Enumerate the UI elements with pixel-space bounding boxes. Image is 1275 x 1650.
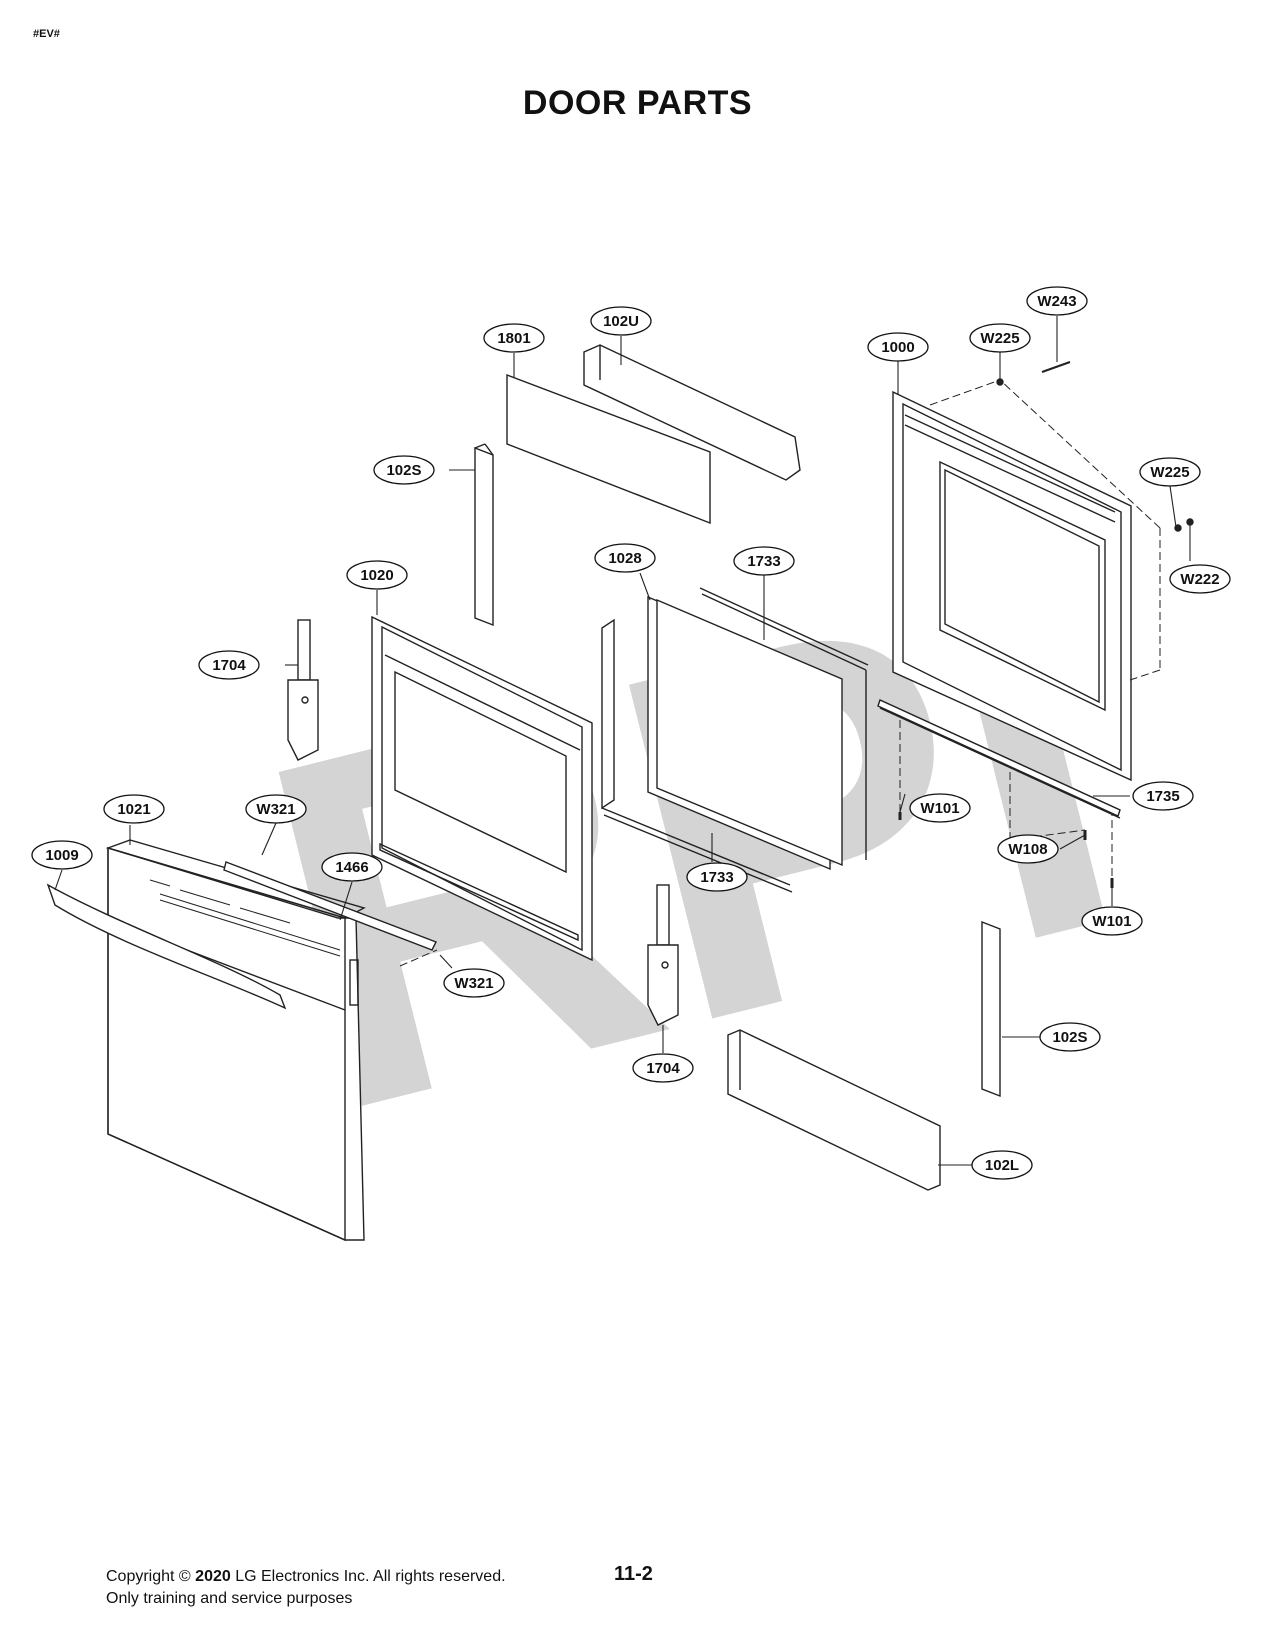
footer-note: Only training and service purposes <box>106 1590 353 1607</box>
part-1735-bracket <box>877 699 1121 817</box>
callout-W222: W222 <box>1169 564 1231 594</box>
svg-text:1704: 1704 <box>212 657 246 674</box>
callout-W321-top: W321 <box>245 794 307 824</box>
part-1704-hinge-bottom <box>647 884 679 1026</box>
callout-1733-bottom: 1733 <box>686 862 748 892</box>
copyright-line: Copyright © 2020 LG Electronics Inc. All… <box>106 1566 506 1588</box>
copyright-suffix: LG Electronics Inc. All rights reserved. <box>235 1568 506 1585</box>
callout-W101-bottom: W101 <box>1081 906 1143 936</box>
svg-text:W101: W101 <box>920 800 959 817</box>
copyright-prefix: Copyright © <box>106 1568 191 1585</box>
part-102S-strip-top <box>474 446 494 627</box>
part-1466-rail <box>223 861 437 951</box>
svg-text:1021: 1021 <box>117 801 150 818</box>
svg-text:1704: 1704 <box>646 1060 680 1077</box>
svg-text:W225: W225 <box>1150 464 1189 481</box>
svg-text:W225: W225 <box>980 330 1019 347</box>
part-1801-glass <box>506 373 711 525</box>
callout-1704-top: 1704 <box>198 650 260 680</box>
page-title: DOOR PARTS <box>522 84 753 122</box>
svg-text:1735: 1735 <box>1146 788 1179 805</box>
page-number: 11-2 <box>614 1563 653 1585</box>
callout-W243: W243 <box>1026 286 1088 316</box>
callout-W225-right: W225 <box>1139 457 1201 487</box>
part-102S-strip-bottom <box>981 920 1001 1098</box>
svg-text:1733: 1733 <box>700 869 733 886</box>
callout-W321-bottom: W321 <box>443 968 505 998</box>
callout-102U: 102U <box>590 306 652 336</box>
svg-text:1009: 1009 <box>45 847 78 864</box>
footer: Copyright © 2020 LG Electronics Inc. All… <box>106 1566 506 1610</box>
callout-1704-bottom: 1704 <box>632 1053 694 1083</box>
svg-text:W108: W108 <box>1008 841 1047 858</box>
copyright-year: 2020 <box>195 1568 231 1585</box>
callout-W101-top: W101 <box>909 793 971 823</box>
part-1028-glass-assembly <box>601 587 869 893</box>
svg-text:W321: W321 <box>454 975 493 992</box>
svg-text:1466: 1466 <box>335 859 368 876</box>
part-1704-hinge-top <box>287 619 319 761</box>
svg-text:1020: 1020 <box>360 567 393 584</box>
part-1000-inner-frame <box>879 390 1132 819</box>
callout-1466: 1466 <box>321 852 383 882</box>
callout-1000: 1000 <box>867 332 929 362</box>
part-1020-middle-frame <box>371 615 593 962</box>
svg-text:W243: W243 <box>1037 293 1076 310</box>
svg-text:102L: 102L <box>985 1157 1019 1174</box>
callout-1733-top: 1733 <box>733 546 795 576</box>
svg-text:W321: W321 <box>256 801 295 818</box>
callout-W108: W108 <box>997 834 1059 864</box>
svg-text:W222: W222 <box>1180 571 1219 588</box>
callout-1801: 1801 <box>483 323 545 353</box>
corner-tag: #EV# <box>33 28 60 40</box>
callout-102L: 102L <box>971 1150 1033 1180</box>
callout-1021: 1021 <box>103 794 165 824</box>
svg-text:1028: 1028 <box>608 550 641 567</box>
callout-1028: 1028 <box>594 543 656 573</box>
callout-1020: 1020 <box>346 560 408 590</box>
svg-text:1733: 1733 <box>747 553 780 570</box>
svg-text:W101: W101 <box>1092 913 1131 930</box>
callout-W225-top: W225 <box>969 323 1031 353</box>
svg-text:102S: 102S <box>386 462 421 479</box>
callout-102S-top: 102S <box>373 455 435 485</box>
svg-text:102U: 102U <box>603 313 639 330</box>
callout-1009: 1009 <box>31 840 93 870</box>
svg-text:1000: 1000 <box>881 339 914 356</box>
callout-1735: 1735 <box>1132 781 1194 811</box>
part-1009-handle <box>46 883 287 1010</box>
svg-text:1801: 1801 <box>497 330 530 347</box>
callout-102S-bottom: 102S <box>1039 1022 1101 1052</box>
svg-text:102S: 102S <box>1052 1029 1087 1046</box>
